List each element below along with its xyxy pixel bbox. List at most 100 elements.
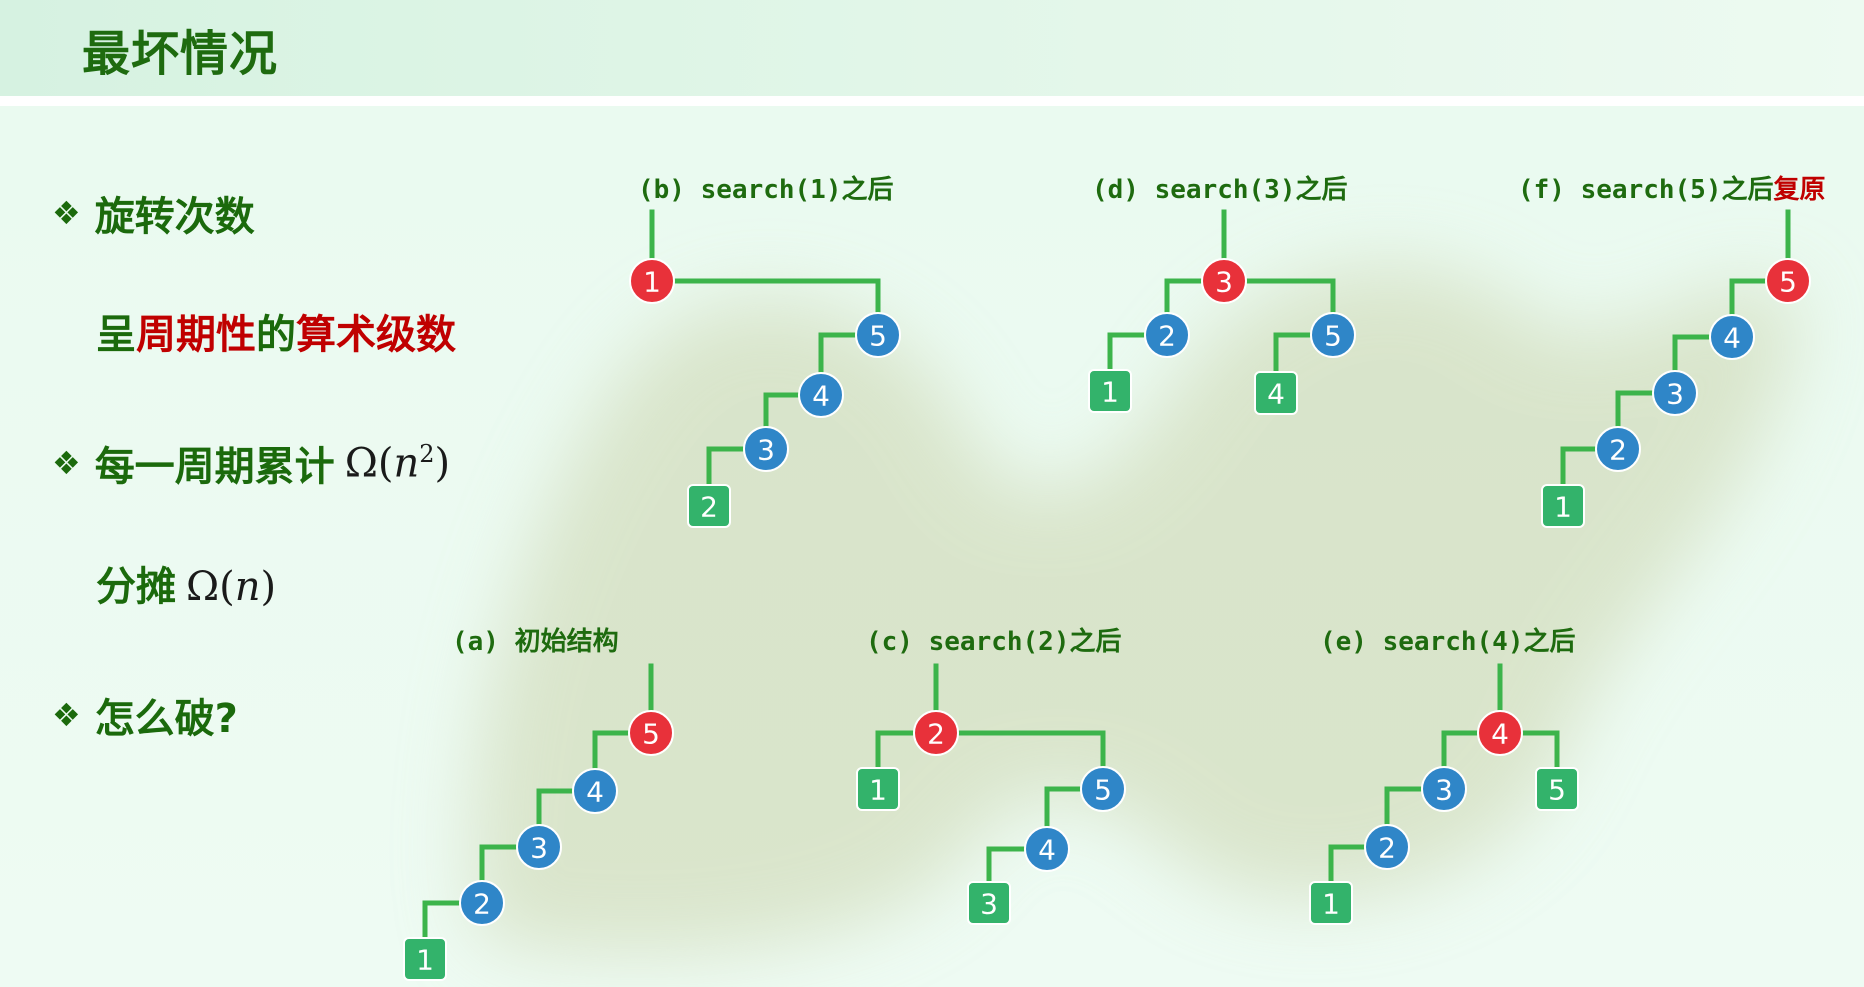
tree-e-node-5: 5 bbox=[1535, 767, 1579, 811]
tree-f-node-5: 5 bbox=[1765, 258, 1811, 304]
leaf-node-shape bbox=[1541, 484, 1585, 528]
title-bar: 最坏情况 bbox=[0, 0, 1864, 96]
tree-e-node-4: 4 bbox=[1477, 710, 1523, 756]
internal-node-shape bbox=[1364, 824, 1410, 870]
node-label: 5 bbox=[1779, 266, 1797, 299]
tree-f-node-1: 1 bbox=[1541, 484, 1585, 528]
internal-node-shape bbox=[1652, 370, 1698, 416]
tree-e-node-1: 1 bbox=[1309, 881, 1353, 925]
tree-a-node-5: 5 bbox=[628, 710, 674, 756]
internal-node-shape bbox=[1709, 314, 1755, 360]
node-label: 2 bbox=[927, 718, 945, 751]
caption-b: (b) search(1)之后 bbox=[638, 174, 894, 205]
node-label: 4 bbox=[586, 776, 604, 809]
tree-c-node-3: 3 bbox=[967, 881, 1011, 925]
bullet-amortized-text: 分摊 bbox=[96, 564, 176, 610]
bullet-rotation-text: 旋转次数 bbox=[94, 194, 255, 240]
root-node-shape bbox=[1477, 710, 1523, 756]
tree-b-edge-4-3 bbox=[763, 392, 802, 432]
node-label: 4 bbox=[1491, 718, 1509, 751]
tree-f-node-4: 4 bbox=[1709, 314, 1755, 360]
bullet-cycle-text: 每一周期累计 bbox=[94, 444, 335, 490]
node-label: 4 bbox=[812, 380, 830, 413]
tree-c-node-1: 1 bbox=[856, 767, 900, 811]
node-label: 5 bbox=[869, 320, 887, 353]
tree-a-node-3: 3 bbox=[516, 824, 562, 870]
leaf-node-shape bbox=[1535, 767, 1579, 811]
tree-a-edge-3-2 bbox=[479, 844, 520, 886]
diamond-bullet-icon: ❖ bbox=[52, 444, 81, 482]
node-label: 5 bbox=[1548, 774, 1566, 807]
svg-text:(b) search(1)之后: (b) search(1)之后 bbox=[638, 174, 894, 205]
root-node-shape bbox=[628, 710, 674, 756]
leaf-node-shape bbox=[1309, 881, 1353, 925]
leaf-node-shape bbox=[1088, 369, 1132, 413]
tree-a-edge-5-4 bbox=[592, 730, 632, 774]
bullet-series: 呈周期性的算术级数 bbox=[96, 302, 456, 360]
tree-c-edge-2-5 bbox=[955, 730, 1106, 772]
tree-c-node-4: 4 bbox=[1024, 826, 1070, 872]
node-label: 1 bbox=[869, 774, 887, 807]
node-label: 1 bbox=[1101, 376, 1119, 409]
node-label: 3 bbox=[1215, 266, 1233, 299]
background-wave bbox=[472, 265, 1800, 955]
node-label: 3 bbox=[530, 832, 548, 865]
tree-b-node-4: 4 bbox=[798, 372, 844, 418]
root-node-shape bbox=[913, 710, 959, 756]
internal-node-shape bbox=[1024, 826, 1070, 872]
tree-d-node-3: 3 bbox=[1201, 258, 1247, 304]
node-label: 1 bbox=[1322, 888, 1340, 921]
tree-b-node-3: 3 bbox=[743, 426, 789, 472]
diamond-bullet-icon: ❖ bbox=[52, 194, 81, 232]
tree-d-node-4: 4 bbox=[1254, 371, 1298, 415]
tree-e-edge-4-5 bbox=[1519, 730, 1560, 772]
tree-b-edge-3-2 bbox=[706, 446, 747, 489]
tree-e-edge-3-2 bbox=[1384, 786, 1425, 830]
tree-f-edge-4-3 bbox=[1672, 334, 1713, 376]
tree-a-node-2: 2 bbox=[459, 880, 505, 926]
node-label: 1 bbox=[416, 944, 434, 977]
tree-a-node-1: 1 bbox=[403, 937, 447, 981]
node-label: 4 bbox=[1723, 322, 1741, 355]
svg-text:(e) search(4)之后: (e) search(4)之后 bbox=[1320, 626, 1576, 657]
svg-text:(f) search(5)之后复原: (f) search(5)之后复原 bbox=[1518, 174, 1826, 205]
internal-node-shape bbox=[743, 426, 789, 472]
svg-text:(d) search(3)之后: (d) search(3)之后 bbox=[1092, 174, 1348, 205]
tree-e-edge-2-1 bbox=[1328, 844, 1368, 886]
tree-a-node-4: 4 bbox=[572, 768, 618, 814]
node-label: 2 bbox=[1158, 320, 1176, 353]
svg-text:(c) search(2)之后: (c) search(2)之后 bbox=[866, 626, 1122, 657]
tree-b-edge-5-4 bbox=[818, 332, 859, 378]
tree-c-edge-4-3 bbox=[986, 846, 1028, 886]
internal-node-shape bbox=[1421, 766, 1467, 812]
tree-e-node-3: 3 bbox=[1421, 766, 1467, 812]
root-node-shape bbox=[1201, 258, 1247, 304]
internal-node-shape bbox=[516, 824, 562, 870]
bullet-question: ❖ 怎么破? bbox=[52, 686, 238, 744]
tree-d-edge-2-1 bbox=[1107, 332, 1148, 374]
tree-b-node-5: 5 bbox=[855, 312, 901, 358]
tree-b-node-2: 2 bbox=[687, 484, 731, 528]
leaf-node-shape bbox=[967, 881, 1011, 925]
internal-node-shape bbox=[798, 372, 844, 418]
internal-node-shape bbox=[1310, 312, 1356, 358]
node-label: 4 bbox=[1267, 378, 1285, 411]
tree-c-node-5: 5 bbox=[1080, 766, 1126, 812]
root-node-shape bbox=[629, 258, 675, 304]
internal-node-shape bbox=[1144, 312, 1190, 358]
caption-a: (a) 初始结构 bbox=[452, 627, 619, 657]
leaf-node-shape bbox=[1254, 371, 1298, 415]
tree-f-edge-2-1 bbox=[1560, 446, 1599, 489]
node-label: 2 bbox=[1609, 434, 1627, 467]
tree-c-node-2: 2 bbox=[913, 710, 959, 756]
tree-e-node-2: 2 bbox=[1364, 824, 1410, 870]
series-text-1: 呈 bbox=[96, 312, 136, 358]
caption-d: (d) search(3)之后 bbox=[1092, 174, 1348, 205]
caption-f: (f) search(5)之后复原 bbox=[1518, 174, 1826, 205]
tree-f-edge-5-4 bbox=[1729, 278, 1769, 320]
caption-e: (e) search(4)之后 bbox=[1320, 626, 1576, 657]
tree-d-node-1: 1 bbox=[1088, 369, 1132, 413]
node-label: 3 bbox=[980, 888, 998, 921]
node-label: 4 bbox=[1038, 834, 1056, 867]
series-text-arithmetic: 算术级数 bbox=[296, 312, 456, 358]
